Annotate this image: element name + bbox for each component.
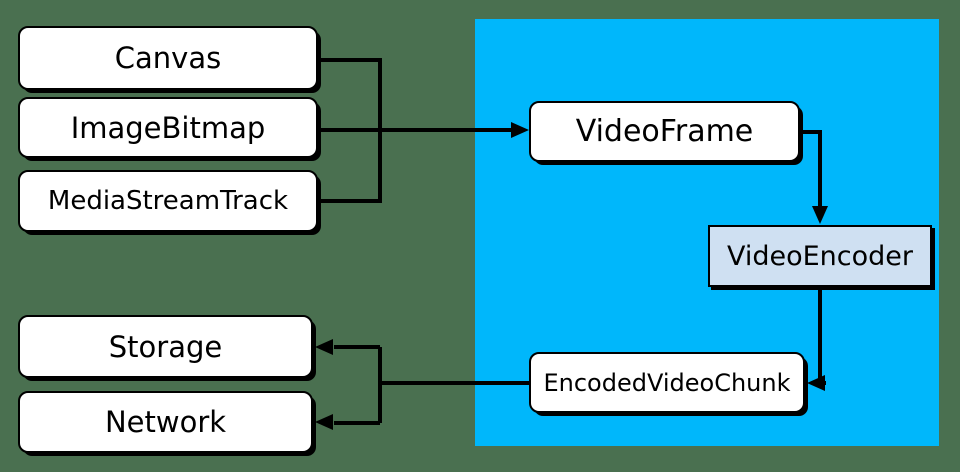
node-storage-label: Storage: [108, 329, 223, 364]
node-imagebitmap-label: ImageBitmap: [70, 110, 266, 145]
node-encodedvideochunk-label: EncodedVideoChunk: [543, 368, 791, 397]
node-storage: Storage: [18, 315, 313, 378]
node-network-label: Network: [104, 405, 227, 439]
node-mediastreamtrack-label: MediaStreamTrack: [47, 186, 289, 216]
node-videoframe: VideoFrame: [529, 101, 800, 162]
arrowhead-into-storage: [315, 339, 333, 355]
arrowhead-into-videoencoder: [812, 206, 828, 224]
arrowhead-into-videoframe: [511, 122, 529, 138]
node-canvas-label: Canvas: [114, 41, 222, 75]
node-videoencoder-label: VideoEncoder: [726, 240, 914, 272]
arrowhead-into-encodedvideochunk: [807, 375, 825, 391]
connector-videoencoder-to-encodedvideochunk: [818, 285, 826, 385]
node-encodedvideochunk: EncodedVideoChunk: [529, 352, 805, 413]
node-canvas: Canvas: [18, 26, 318, 90]
node-network: Network: [18, 391, 313, 453]
arrowhead-into-network: [315, 414, 333, 430]
node-videoframe-label: VideoFrame: [575, 114, 754, 149]
node-imagebitmap: ImageBitmap: [18, 97, 318, 158]
connector-videoframe-to-videoencoder: [800, 130, 822, 208]
node-videoencoder: VideoEncoder: [708, 225, 932, 287]
node-mediastreamtrack: MediaStreamTrack: [18, 170, 318, 232]
